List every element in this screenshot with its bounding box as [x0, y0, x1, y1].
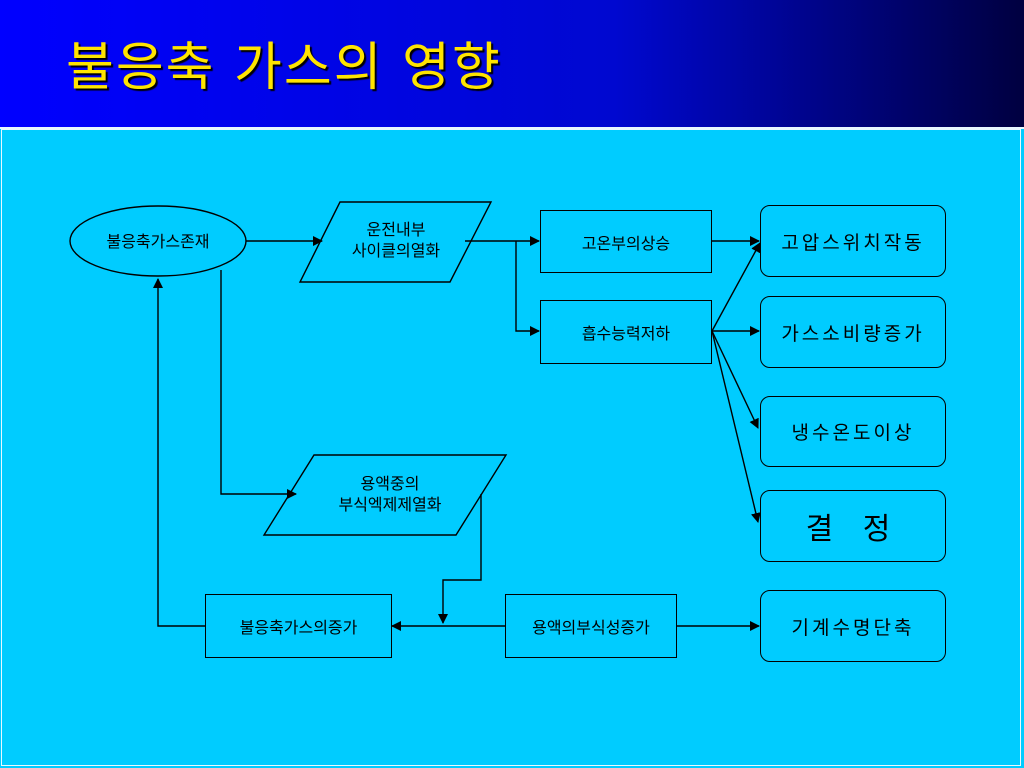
gas-consumption-box: 가스소비량증가: [760, 296, 946, 368]
solution-parallelogram: [262, 454, 508, 536]
slide-title: 불응축 가스의 영향: [66, 38, 502, 98]
title-bar: 불응축 가스의 영향: [0, 0, 1024, 127]
content-frame: [1, 129, 1021, 766]
gas-consumption-label: 가스소비량증가: [781, 322, 925, 345]
pressure-switch-box: 고압스위치작동: [760, 205, 946, 277]
start-node: 불응축가스존재: [78, 228, 238, 254]
crystal-box: 결 정: [760, 490, 946, 562]
title-divider: [0, 127, 1024, 129]
solution-label-line2: 부식엑제제열화: [338, 495, 442, 514]
machine-life-label: 기계수명단축: [791, 616, 915, 639]
cycle-node: 운전내부 사이클의열화: [318, 214, 474, 266]
corrosion-increase-box: 용액의부식성증가: [505, 594, 677, 658]
absorb-drop-box: 흡수능력저하: [540, 300, 712, 364]
pressure-switch-label: 고압스위치작동: [781, 231, 925, 254]
arrow-absorb-to-pressure: [711, 242, 761, 332]
gas-increase-label: 불응축가스의증가: [239, 618, 358, 637]
arrow-absorb-to-cooling: [711, 330, 759, 429]
solution-node: 용액중의 부식엑제제열화: [300, 468, 480, 520]
arrow-solution-to-gas-increase: [438, 494, 482, 624]
arrow-cycle-to-absorb: [515, 241, 540, 336]
cycle-parallelogram: [298, 201, 493, 283]
corrosion-increase-label: 용액의부식성증가: [532, 618, 650, 637]
absorb-drop-label: 흡수능력저하: [581, 324, 671, 343]
arrow-absorb-to-crystal: [711, 330, 761, 523]
machine-life-box: 기계수명단축: [760, 590, 946, 662]
cooling-temp-label: 냉수온도이상: [791, 422, 915, 444]
high-temp-label: 고온부의상승: [581, 233, 671, 253]
crystal-label: 결 정: [805, 512, 901, 547]
high-temp-box: 고온부의상승: [540, 210, 712, 273]
gas-increase-box: 불응축가스의증가: [205, 594, 392, 658]
cycle-label-line2: 사이클의열화: [351, 241, 441, 260]
cooling-temp-box: 냉수온도이상: [760, 396, 946, 467]
solution-label-line1: 용액중의: [360, 474, 420, 493]
arrow-start-to-solution: [220, 270, 297, 499]
arrow-gas-increase-to-start: [153, 278, 206, 627]
cycle-label-line1: 운전내부: [366, 220, 426, 239]
start-label: 불응축가스존재: [106, 231, 210, 251]
